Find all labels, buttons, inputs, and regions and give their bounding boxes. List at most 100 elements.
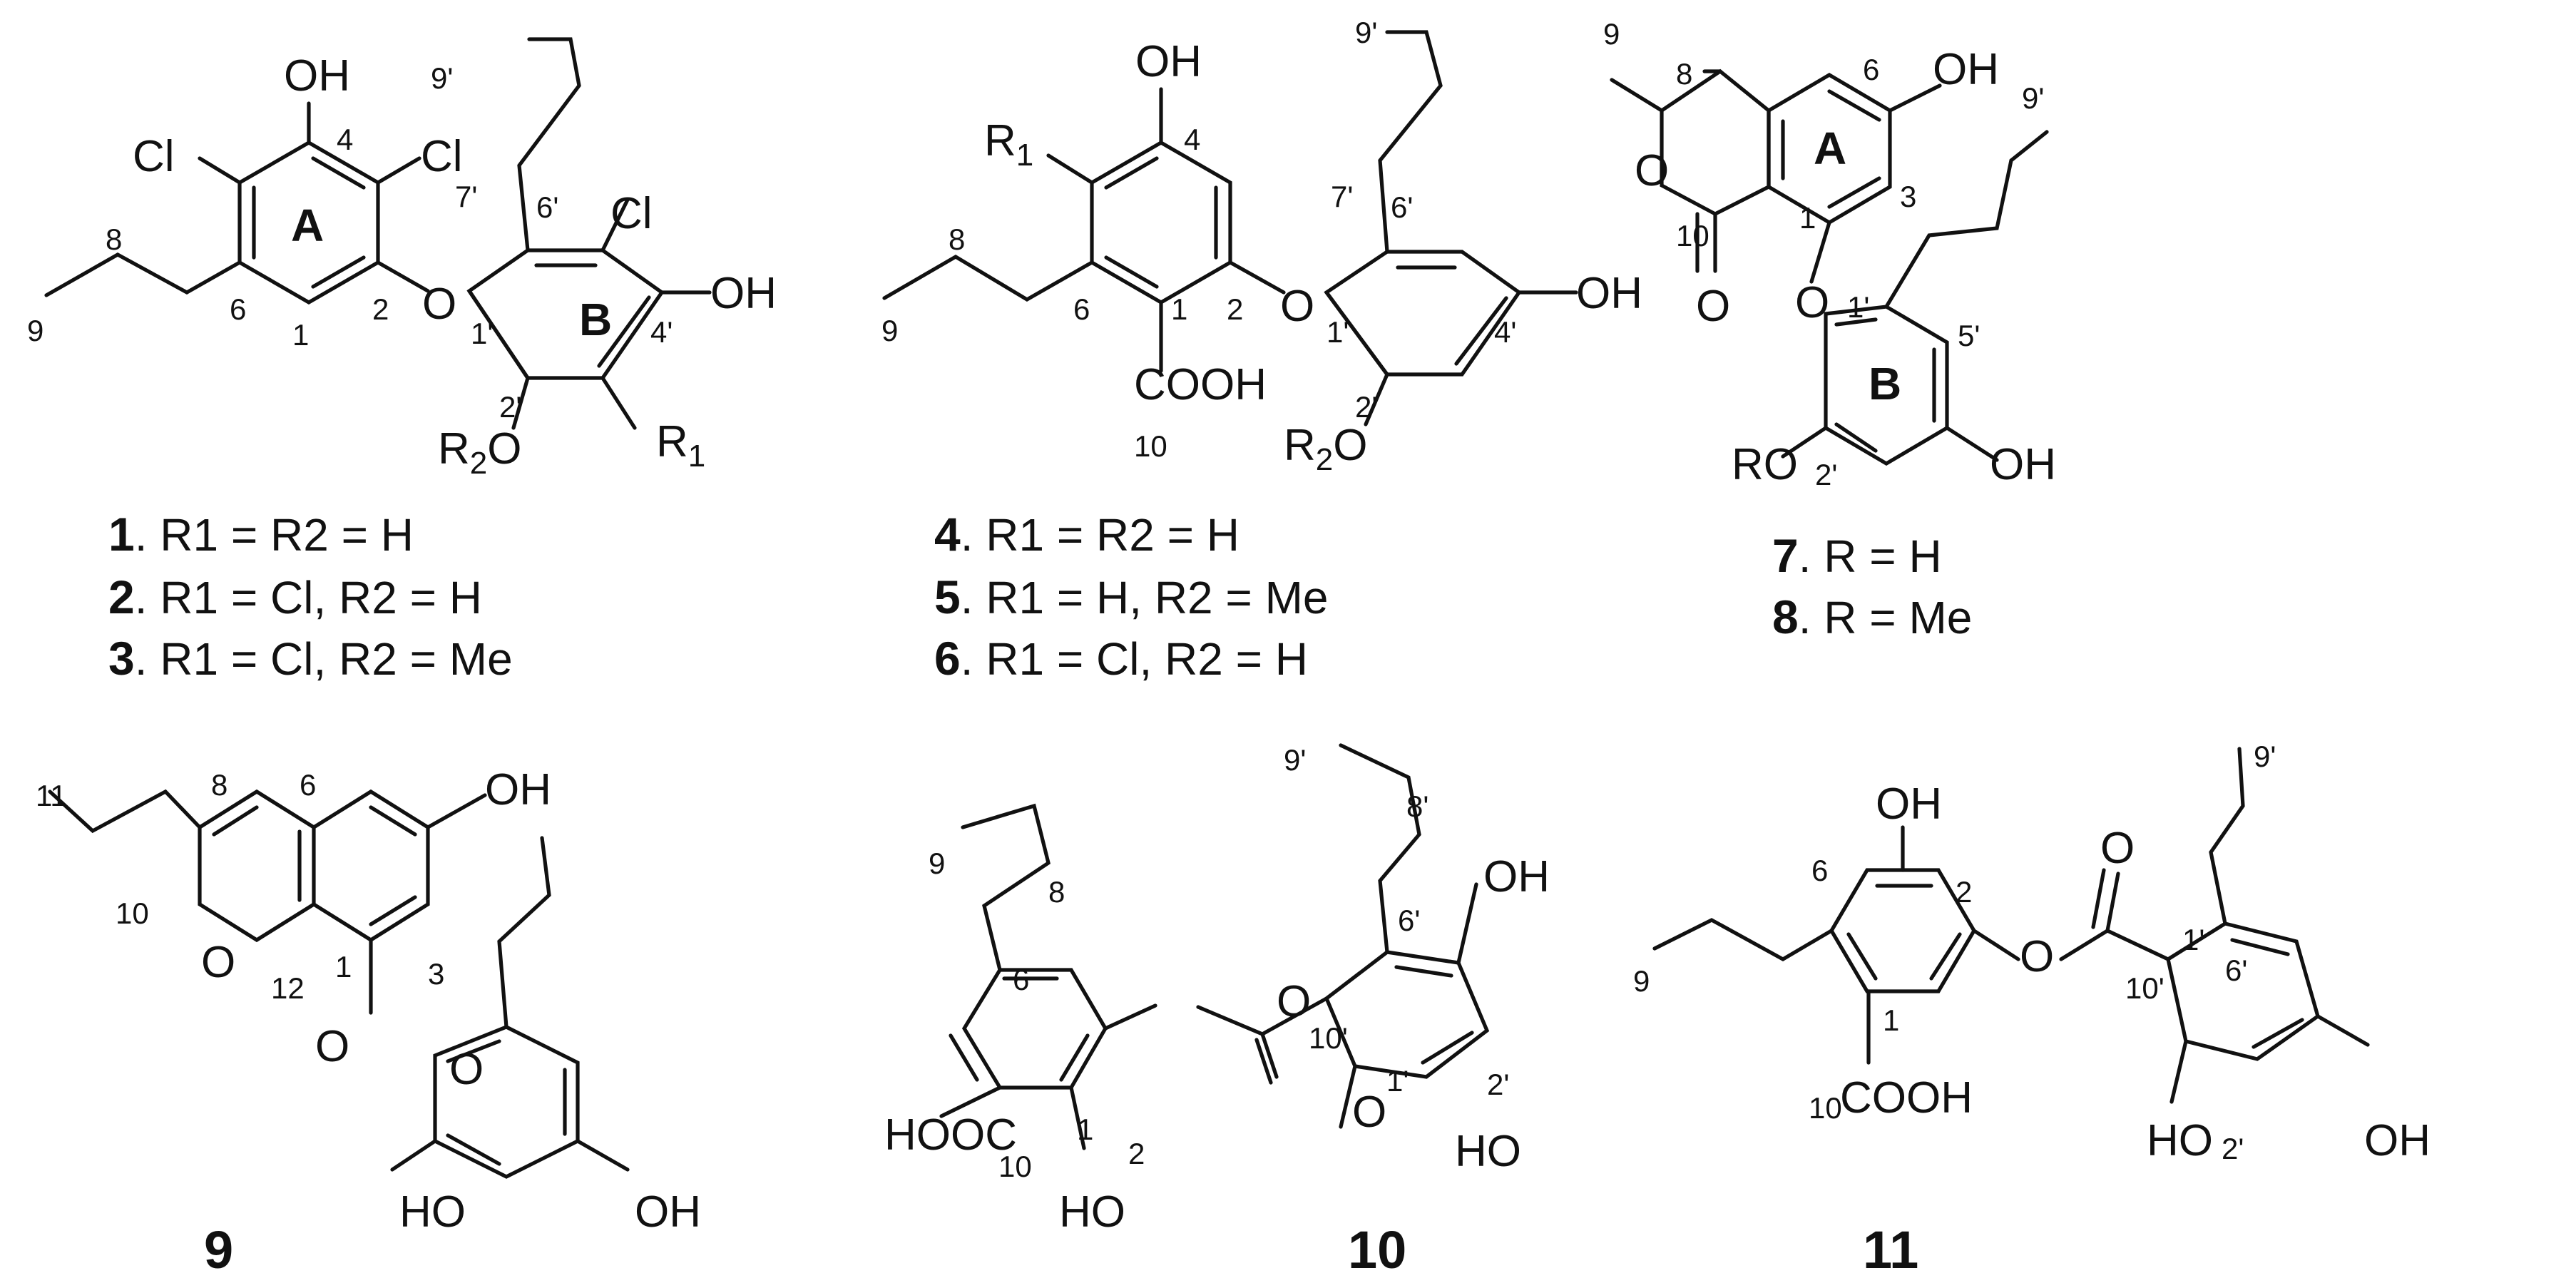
atom-number: 10 xyxy=(1809,1091,1842,1125)
hydroxyl-label: OH xyxy=(485,765,551,814)
carboxyl-label: HOOC xyxy=(884,1110,1017,1160)
hydroxyl-label: OH xyxy=(1483,852,1550,901)
r1-label: R1 xyxy=(656,417,705,474)
ring-a-label: A xyxy=(1814,123,1846,174)
ring-oxygen-label: O xyxy=(201,938,235,987)
atom-number: 6' xyxy=(536,190,558,224)
atom-number: 1 xyxy=(292,318,309,352)
atom-number: 2 xyxy=(1956,875,1972,909)
atom-number: 8 xyxy=(1676,57,1692,91)
structure-compounds-1-3: OH Cl Cl Cl OH O R2O R1 A B 4 6 8 9 1 2 … xyxy=(27,37,777,481)
atom-number: 1 xyxy=(1171,292,1187,326)
atom-number: 12 xyxy=(271,971,305,1005)
captions-4-6: 4. R1 = R2 = H 5. R1 = H, R2 = Me 6. R1 … xyxy=(934,508,1328,685)
structure-compound-11: OH O O COOH HO OH 9 6 2 1 10 9' 6' 1' 10… xyxy=(1633,740,2431,1279)
chloro-label: Cl xyxy=(610,189,653,238)
atom-number: 1' xyxy=(2182,923,2204,956)
atom-number: 9 xyxy=(929,847,945,880)
carboxyl-label: COOH xyxy=(1840,1073,1973,1123)
hydroxyl-label: OH xyxy=(1135,37,1202,86)
atom-number: 10 xyxy=(998,1150,1032,1183)
hydroxyl-label: HO xyxy=(399,1187,466,1237)
ring-b-label: B xyxy=(1869,358,1901,409)
atom-number: 8 xyxy=(1048,875,1065,909)
atom-number: 6 xyxy=(300,768,316,802)
atom-number: 1' xyxy=(471,317,493,350)
caption-compound-5: 5. R1 = H, R2 = Me xyxy=(934,571,1328,623)
atom-number: 10' xyxy=(2125,971,2164,1005)
ring-oxygen-label: O xyxy=(1635,146,1669,195)
captions-1-3: 1. R1 = R2 = H 2. R1 = Cl, R2 = H 3. R1 … xyxy=(108,508,513,685)
captions-7-8: 7. R = H 8. R = Me xyxy=(1772,529,1972,643)
carbonyl-oxygen-label: O xyxy=(1696,282,1730,331)
atom-number: 7' xyxy=(1331,180,1353,213)
structure-compound-9: OH O O O HO OH 11 10 8 6 12 1 3 9 xyxy=(36,765,701,1279)
atom-number: 2' xyxy=(499,390,521,424)
atom-number: 6' xyxy=(1391,190,1413,224)
atom-number: 2' xyxy=(2222,1132,2244,1165)
atom-number: 3 xyxy=(428,957,444,991)
atom-number: 10 xyxy=(116,896,149,930)
atom-number: 2 xyxy=(372,292,389,326)
r2o-label: R2O xyxy=(438,424,522,481)
atom-number: 4 xyxy=(1184,123,1200,156)
atom-number: 6 xyxy=(1863,53,1879,86)
hydroxyl-label: OH xyxy=(710,269,777,318)
atom-number: 6 xyxy=(1811,854,1828,887)
atom-number: 9 xyxy=(1603,17,1620,51)
carboxyl-label: COOH xyxy=(1134,360,1267,409)
atom-number: 8 xyxy=(949,223,965,256)
carbonyl-oxygen-label: O xyxy=(1352,1088,1386,1137)
caption-compound-3: 3. R1 = Cl, R2 = Me xyxy=(108,632,513,685)
atom-number: 2 xyxy=(1227,292,1243,326)
ether-oxygen-label: O xyxy=(1795,278,1829,327)
atom-number: 10 xyxy=(1134,429,1167,463)
caption-compound-6: 6. R1 = Cl, R2 = H xyxy=(934,632,1308,685)
atom-number: 9 xyxy=(881,314,898,347)
caption-compound-2: 2. R1 = Cl, R2 = H xyxy=(108,571,482,623)
hydroxyl-label: OH xyxy=(1933,45,1999,94)
atom-number: 6' xyxy=(2225,954,2247,987)
atom-number: 10 xyxy=(1676,219,1709,252)
atom-number: 10' xyxy=(1309,1021,1348,1055)
carbonyl-oxygen-label: O xyxy=(2100,824,2135,873)
atom-number: 1' xyxy=(1847,290,1869,324)
atom-number: 9 xyxy=(1633,964,1650,998)
atom-number: 8 xyxy=(211,768,228,802)
atom-number: 1 xyxy=(1077,1113,1093,1146)
atom-number: 2' xyxy=(1487,1068,1509,1101)
caption-compound-8: 8. R = Me xyxy=(1772,591,1972,643)
hydroxyl-label: OH xyxy=(1576,269,1642,318)
compound-11-label: 11 xyxy=(1863,1220,1918,1279)
hydroxyl-label: OH xyxy=(635,1187,701,1237)
atom-number: 1 xyxy=(1883,1003,1899,1037)
hydroxyl-label: HO xyxy=(1455,1127,1521,1176)
r2o-label: R2O xyxy=(1284,421,1368,477)
atom-number: 1 xyxy=(1799,201,1816,235)
atom-number: 6 xyxy=(1073,292,1090,326)
atom-number: 6 xyxy=(230,292,246,326)
ester-oxygen-label: O xyxy=(2020,932,2054,981)
hydroxyl-label: OH xyxy=(2364,1116,2431,1165)
chloro-label: Cl xyxy=(421,132,463,181)
caption-compound-1: 1. R1 = R2 = H xyxy=(108,508,414,561)
caption-compound-4: 4. R1 = R2 = H xyxy=(934,508,1240,561)
atom-number: 2 xyxy=(1128,1137,1145,1170)
atom-number: 4' xyxy=(1494,315,1516,349)
structure-compounds-7-8: OH O O O RO OH A B 9 8 6 10 1 3 9' 1' 5'… xyxy=(1603,17,2056,491)
chloro-label: Cl xyxy=(133,132,175,181)
ether-oxygen-label: O xyxy=(449,1045,484,1094)
atom-number: 11 xyxy=(36,779,67,812)
atom-number: 9' xyxy=(1355,16,1377,49)
caption-compound-7: 7. R = H xyxy=(1772,529,1942,582)
hydroxyl-label: OH xyxy=(284,51,350,101)
atom-number: 9 xyxy=(27,314,44,347)
atom-number: 3 xyxy=(1900,180,1916,213)
structure-compounds-4-6: OH R1 COOH O OH R2O 4 6 8 9 1 2 10 9' 7'… xyxy=(881,16,1642,477)
atom-number: 1' xyxy=(1327,315,1349,349)
atom-number: 9' xyxy=(2254,740,2276,773)
atom-number: 8 xyxy=(106,223,122,256)
ro-label: RO xyxy=(1732,440,1798,489)
atom-number: 2' xyxy=(1355,390,1377,424)
r1-label: R1 xyxy=(984,116,1033,173)
